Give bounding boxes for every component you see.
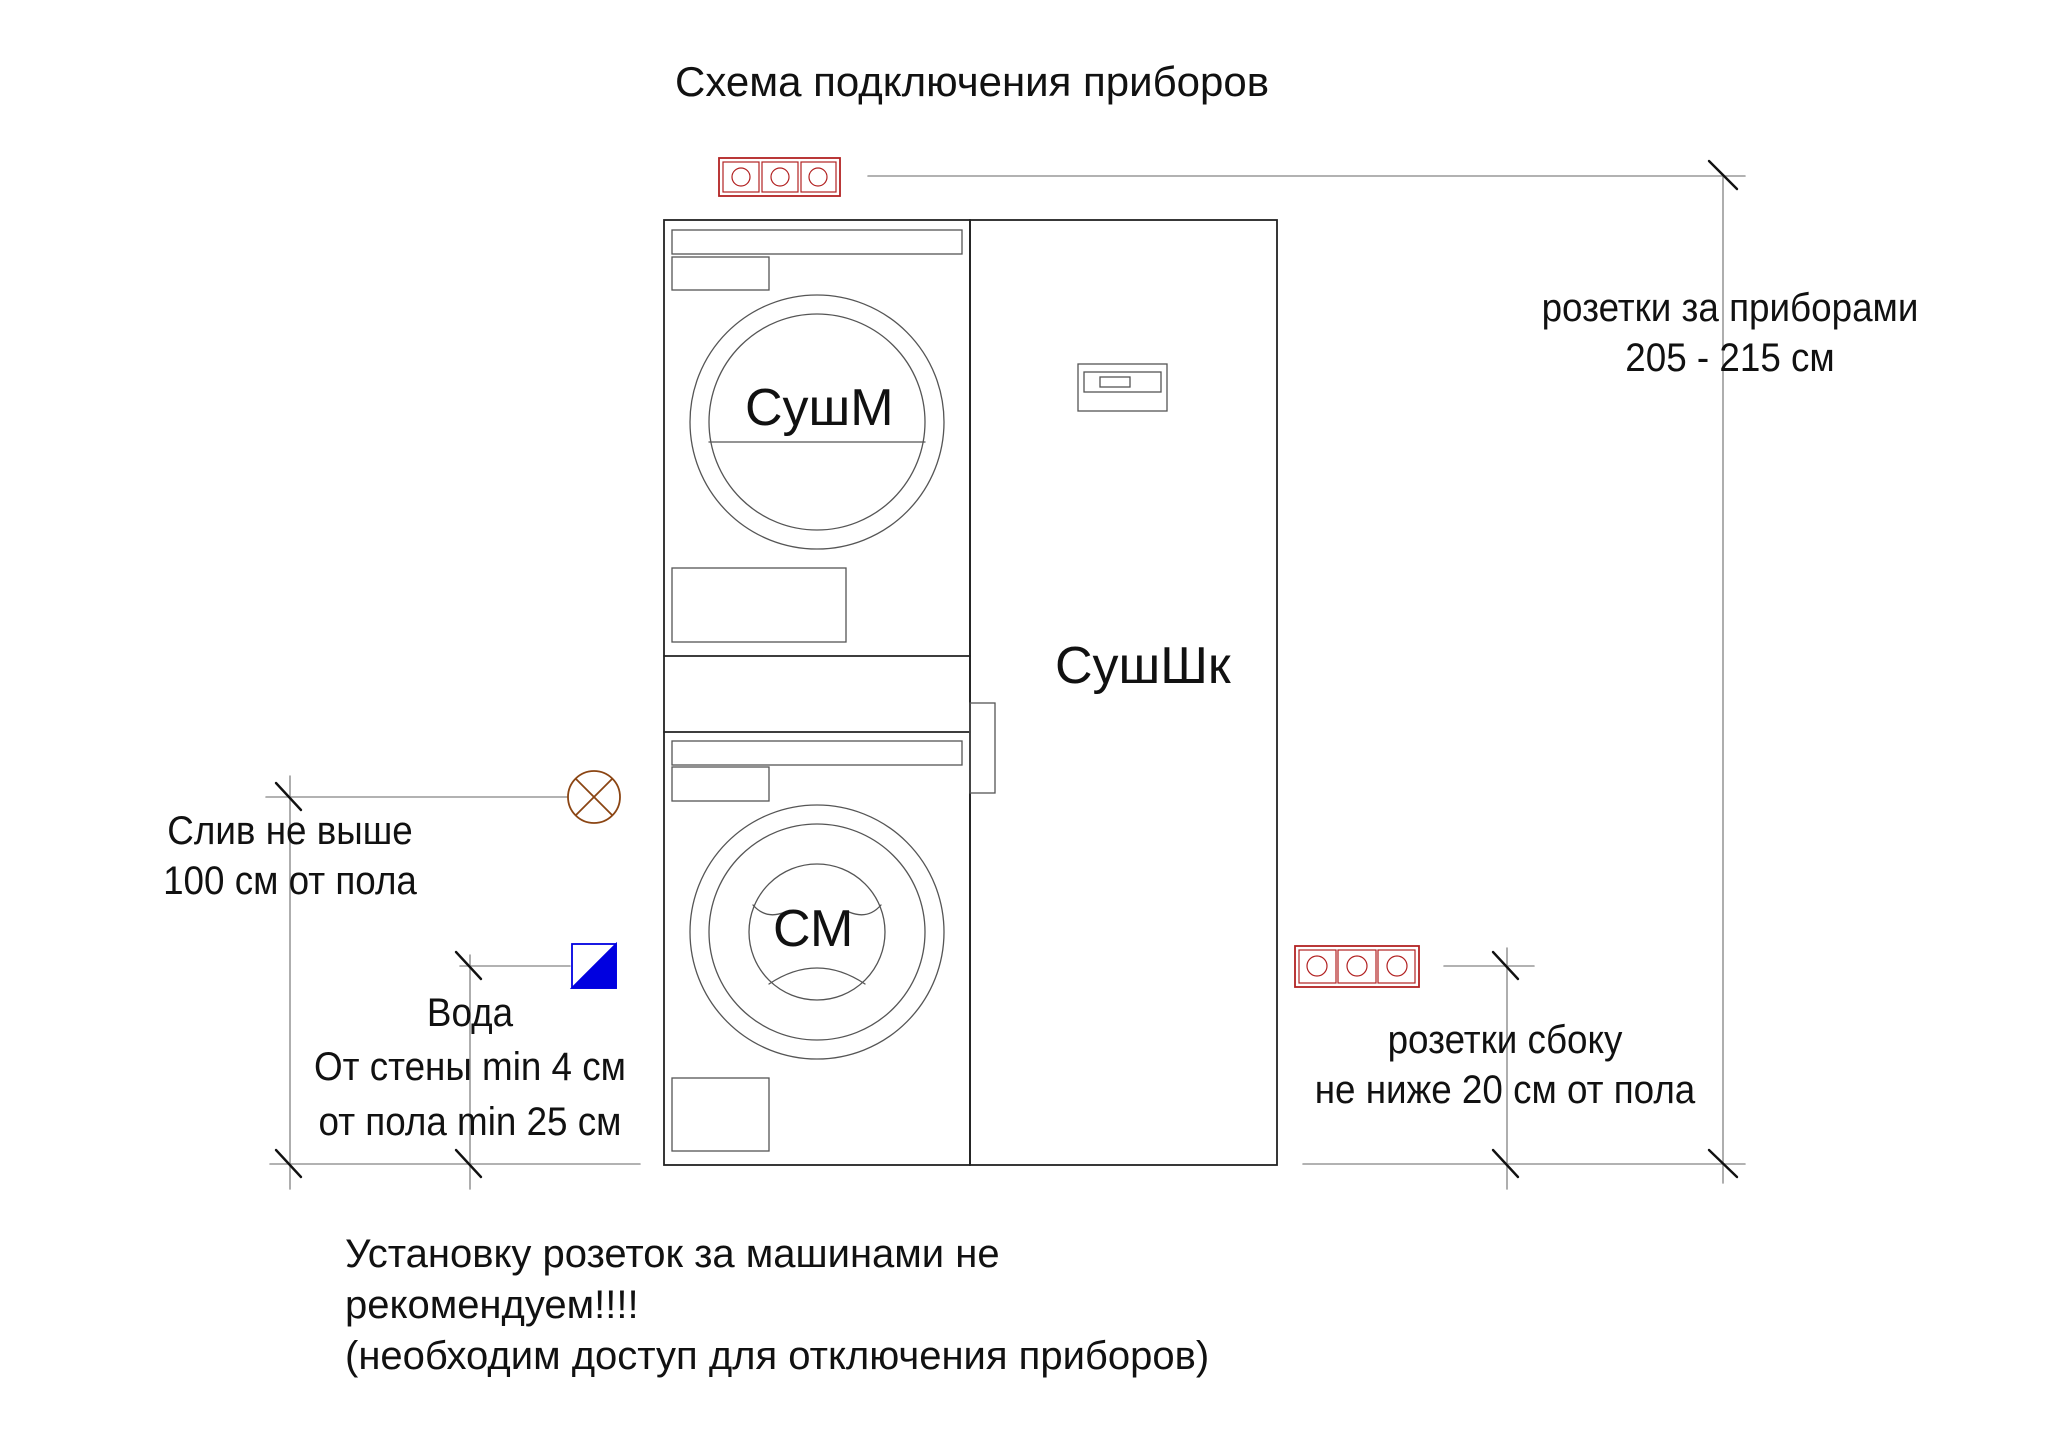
warning-line-1: Установку розеток за машинами не <box>345 1232 1000 1276</box>
drain-line <box>265 781 569 812</box>
outlets-behind-note: розетки за приборами 205 - 215 см <box>1528 284 1933 383</box>
outlets-side-line-2: не ниже 20 см от пола <box>1314 1067 1696 1112</box>
water-line-3: от пола min 25 см <box>318 1099 622 1144</box>
appliance-stack <box>663 219 1278 1166</box>
warning-line-2: рекомендуем!!!! <box>345 1283 639 1328</box>
water-line-1: Вода <box>426 991 514 1035</box>
drain-icon <box>567 770 621 824</box>
drain-line-1: Слив не выше <box>167 809 413 853</box>
water-line <box>454 950 571 981</box>
washer-label: СМ <box>773 900 854 958</box>
drain-note: Слив не выше 100 см от пола <box>134 807 447 906</box>
dimension-left <box>269 775 641 1190</box>
drying-cabinet-panel <box>1077 363 1168 412</box>
outlets-side-note: розетки сбоку не ниже 20 см от пола <box>1289 1016 1721 1115</box>
washer-appliance <box>671 740 963 1152</box>
outlets-behind-line-1: розетки за приборами <box>1541 286 1919 330</box>
warning-line-3: (необходим доступ для отключения приборо… <box>345 1334 1210 1379</box>
dryer-appliance <box>663 229 971 657</box>
dimension-outlets-behind <box>867 159 1746 1184</box>
outlets-behind-icon <box>718 157 841 197</box>
drying-cabinet-label: СушШк <box>1055 637 1231 695</box>
outlets-side-icon <box>1294 945 1420 988</box>
dryer-label: СушМ <box>745 379 894 437</box>
water-note: Вода От стены min 4 см от пола min 25 см <box>304 986 635 1149</box>
outlets-side-line-1: розетки сбоку <box>1387 1018 1623 1062</box>
water-valve-icon <box>569 941 617 989</box>
stacking-kit <box>663 702 996 794</box>
water-line-2: От стены min 4 см <box>314 1045 626 1090</box>
warning-note: Установку розеток за машинами не рекомен… <box>345 1229 1209 1383</box>
outlets-behind-line-2: 205 - 215 см <box>1625 335 1835 380</box>
drain-line-2: 100 см от пола <box>163 858 417 903</box>
page-title: Схема подключения приборов <box>675 58 1270 105</box>
dimension-outlets-side <box>1302 947 1746 1190</box>
